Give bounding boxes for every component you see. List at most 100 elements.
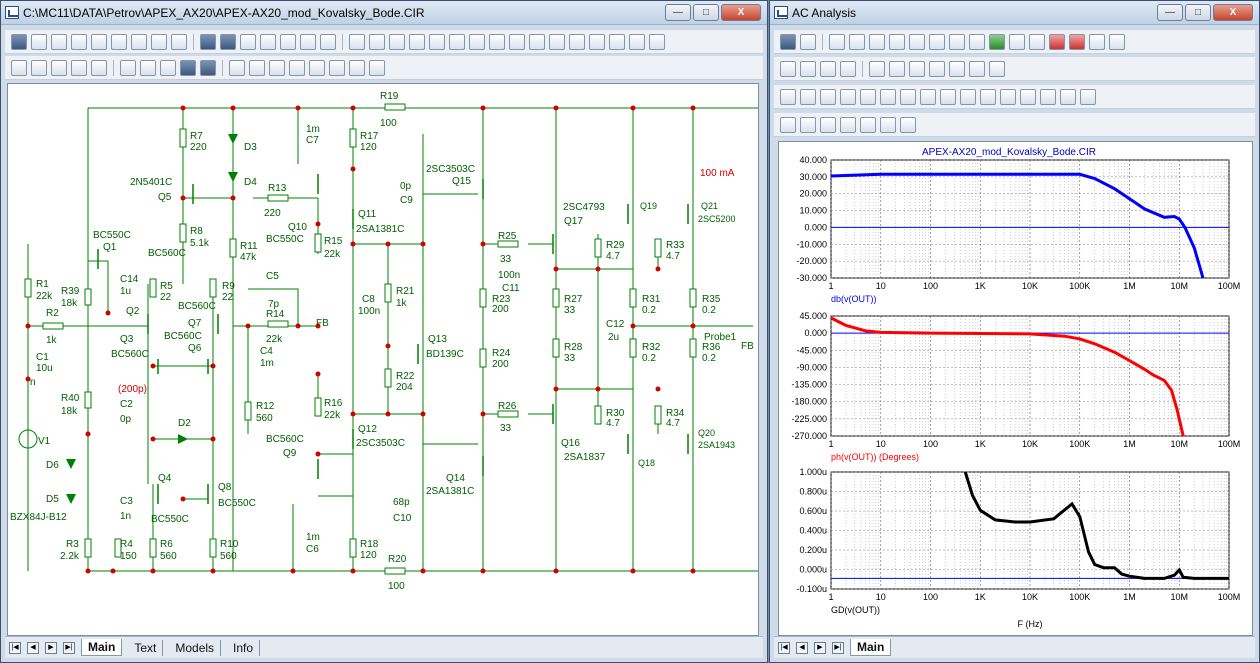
font-icon[interactable] (369, 59, 385, 76)
next-page-button[interactable]: ▶ (45, 641, 57, 654)
grid-snap-icon[interactable] (11, 59, 27, 76)
magnifier-3-icon[interactable] (949, 60, 965, 77)
properties-icon[interactable] (649, 33, 665, 50)
zoom-fit-icon[interactable] (309, 59, 325, 76)
lightning-icon[interactable] (489, 33, 505, 50)
ac-zoom-fit-icon[interactable] (820, 116, 836, 133)
expand-icon[interactable] (1080, 88, 1096, 105)
prev-page-button[interactable]: ◀ (27, 641, 39, 654)
mirror-icon[interactable] (71, 59, 87, 76)
node-voltage-icon[interactable] (369, 33, 385, 50)
ac-text-icon[interactable] (949, 33, 965, 50)
copy-image-icon[interactable] (629, 33, 645, 50)
probe-arrows-icon[interactable] (449, 33, 465, 50)
stop-icon[interactable] (200, 59, 216, 76)
text-tool-icon[interactable] (51, 33, 67, 50)
schematic-canvas[interactable]: R1 22k R2 1k R39 18k R40 18k C1 10u n C1… (7, 83, 759, 636)
slope-icon[interactable] (960, 88, 976, 105)
plot-a-icon[interactable] (869, 33, 885, 50)
tab-main[interactable]: Main (81, 639, 123, 656)
ac-properties-icon[interactable] (969, 33, 985, 50)
first-page-button[interactable]: |◀ (9, 641, 21, 654)
ac-prev-button[interactable]: ◀ (796, 641, 808, 654)
pin-names-icon[interactable] (349, 33, 365, 50)
run-icon[interactable] (989, 33, 1005, 50)
grid-icon[interactable] (569, 33, 585, 50)
select-tool-icon[interactable] (11, 33, 27, 50)
edit-icon[interactable] (320, 33, 336, 50)
compress-icon[interactable] (1060, 88, 1076, 105)
last-page-button[interactable]: ▶| (63, 641, 75, 654)
close-button[interactable]: X (721, 4, 761, 21)
ac-copy-icon[interactable] (880, 116, 896, 133)
condition-icon[interactable] (429, 33, 445, 50)
global-low-icon[interactable] (900, 88, 916, 105)
power-icon[interactable] (409, 33, 425, 50)
step-in-icon[interactable] (180, 59, 196, 76)
copy-icon[interactable] (229, 59, 245, 76)
tab-info[interactable]: Info (227, 639, 261, 656)
shape-tool-icon[interactable] (151, 33, 167, 50)
peak-icon[interactable] (780, 88, 796, 105)
valley-icon[interactable] (800, 88, 816, 105)
ac-zoom-out-icon[interactable] (800, 116, 816, 133)
calendar-icon[interactable] (1040, 88, 1056, 105)
global-high-icon[interactable] (880, 88, 896, 105)
plot-fx-icon[interactable] (929, 33, 945, 50)
level-icon[interactable] (980, 88, 996, 105)
grid-2-icon[interactable] (800, 60, 816, 77)
flip-icon[interactable] (91, 59, 107, 76)
grid-4-icon[interactable] (840, 60, 856, 77)
paste-icon[interactable] (249, 59, 265, 76)
camera-icon[interactable] (329, 59, 345, 76)
grid-text-icon[interactable] (260, 33, 276, 50)
ac-paste-icon[interactable] (900, 116, 916, 133)
flag-tool-icon[interactable] (171, 33, 187, 50)
plot-b-icon[interactable] (889, 33, 905, 50)
cursor-b-icon[interactable] (1069, 33, 1085, 50)
minimize-button[interactable]: — (665, 4, 691, 21)
ac-minimize-button[interactable]: — (1157, 4, 1183, 21)
current-icon[interactable] (389, 33, 405, 50)
maximize-plot-icon[interactable] (849, 33, 865, 50)
zoom-out-icon[interactable] (289, 59, 305, 76)
high-icon[interactable] (820, 88, 836, 105)
frame-a-icon[interactable] (1089, 33, 1105, 50)
ac-next-button[interactable]: ▶ (814, 641, 826, 654)
page-icon-2[interactable] (1020, 88, 1036, 105)
major-grid-icon[interactable] (889, 60, 905, 77)
bottom-icon[interactable] (940, 88, 956, 105)
top-icon[interactable] (920, 88, 936, 105)
find-next-icon[interactable] (140, 59, 156, 76)
zoom-in-icon[interactable] (269, 59, 285, 76)
ac-tab-main[interactable]: Main (850, 639, 892, 656)
cursor-a-icon[interactable] (1049, 33, 1065, 50)
clipboard-icon[interactable] (1000, 88, 1016, 105)
ac-settings-icon[interactable] (989, 60, 1005, 77)
rotate-icon[interactable] (51, 59, 67, 76)
ac-font-icon[interactable] (860, 116, 876, 133)
plot-c-icon[interactable] (909, 33, 925, 50)
maximize-button[interactable]: □ (693, 4, 719, 21)
grid-1-icon[interactable] (780, 60, 796, 77)
replace-icon[interactable] (160, 59, 176, 76)
ground-icon[interactable] (509, 33, 525, 50)
warning-icon[interactable] (549, 33, 565, 50)
ac-titlebar[interactable]: AC Analysis — □ X (770, 1, 1259, 25)
magnifier-1-icon[interactable] (909, 60, 925, 77)
minor-grid-icon[interactable] (869, 60, 885, 77)
schematic-titlebar[interactable]: C:\MC11\DATA\Petrov\APEX_AX20\APEX-AX20_… (1, 1, 767, 25)
pause-icon[interactable] (1029, 33, 1045, 50)
ac-close-button[interactable]: X (1213, 4, 1253, 21)
help-icon[interactable] (220, 33, 236, 50)
magnifier-2-icon[interactable] (929, 60, 945, 77)
page-icon[interactable] (589, 33, 605, 50)
line-tool-icon[interactable] (91, 33, 107, 50)
info-icon[interactable] (200, 33, 216, 50)
frame-icon[interactable] (609, 33, 625, 50)
low-icon[interactable] (840, 88, 856, 105)
list-icon[interactable] (300, 33, 316, 50)
ac-last-button[interactable]: ▶| (832, 641, 844, 654)
ac-tile-icon[interactable] (840, 116, 856, 133)
